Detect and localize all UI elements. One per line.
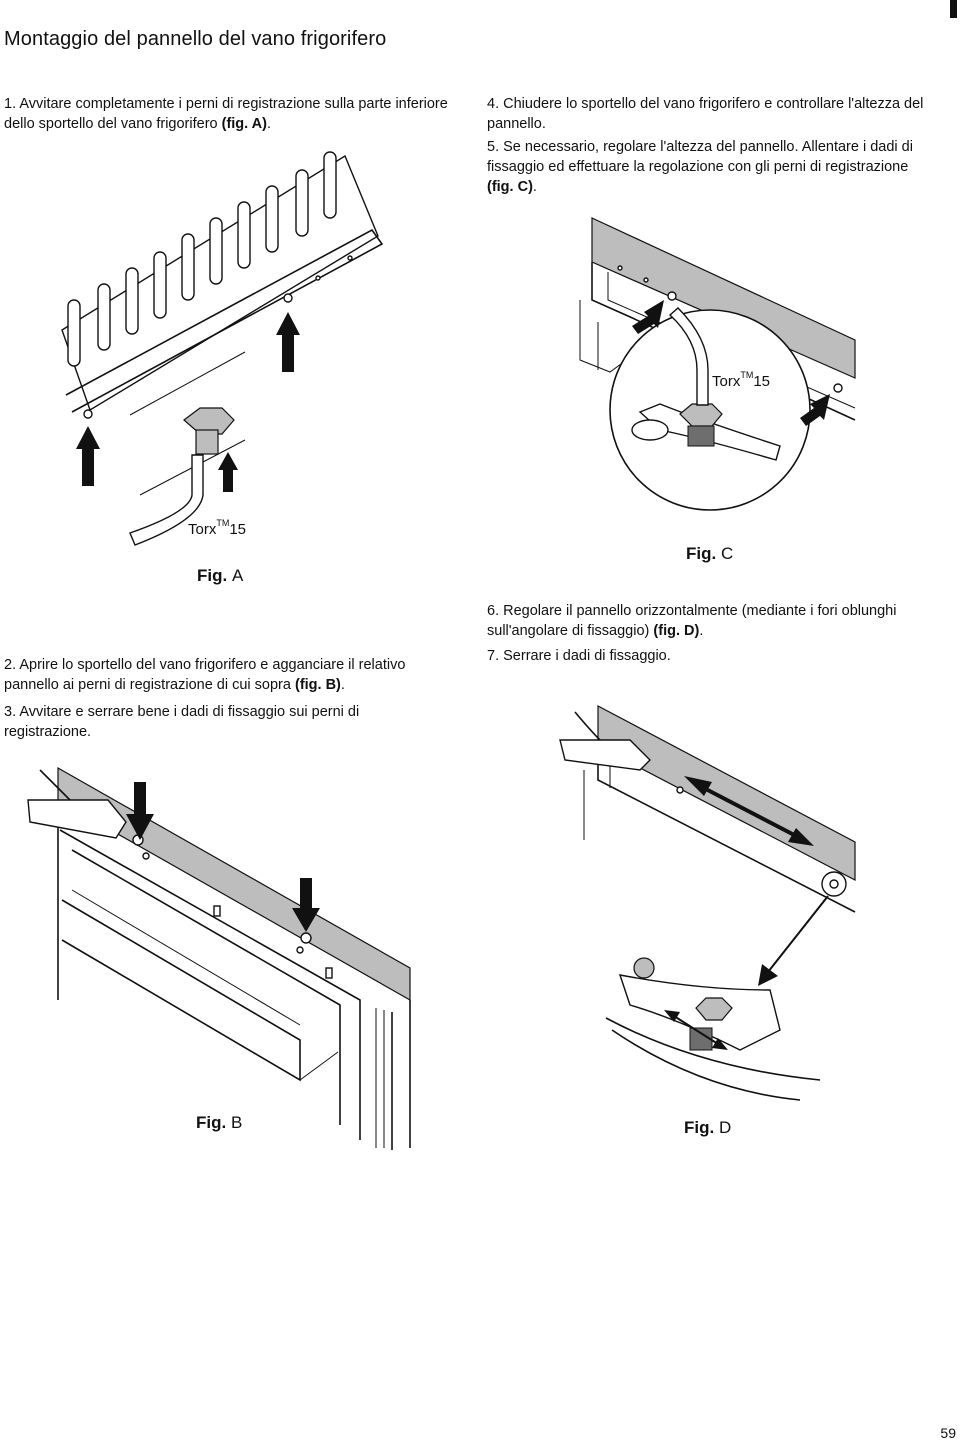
arrow-up-icon xyxy=(276,312,300,372)
step-text: Avvitare e serrare bene i dadi di fissag… xyxy=(4,704,360,740)
tool-size: 15 xyxy=(753,373,771,390)
tool-name: Torx xyxy=(188,521,217,538)
step-number: 1. xyxy=(4,96,17,112)
caption-label: Fig. xyxy=(197,566,228,585)
step-1: 1. Avvitare completamente i perni di reg… xyxy=(4,94,448,134)
torx-label-c: TorxTM15 xyxy=(712,370,770,390)
step-5: 5. Se necessario, regolare l'altezza del… xyxy=(487,137,933,197)
tool-name: Torx xyxy=(712,373,741,390)
step-3: 3. Avvitare e serrare bene i dadi di fis… xyxy=(4,702,448,742)
step-number: 6. xyxy=(487,603,500,619)
figure-d-caption: Fig. D xyxy=(684,1118,731,1138)
tool-size: 15 xyxy=(229,521,247,538)
trademark: TM xyxy=(740,370,754,380)
caption-label: Fig. xyxy=(196,1113,227,1132)
step-7: 7. Serrare i dadi di fissaggio. xyxy=(487,646,933,666)
step-number: 7. xyxy=(487,648,500,664)
torx-key-icon xyxy=(668,307,709,406)
double-arrow-icon xyxy=(664,1010,728,1050)
arrow-diagonal-icon xyxy=(800,394,830,426)
caption-label: Fig. xyxy=(686,544,717,563)
torx-label-a: TorxTM15 xyxy=(188,518,246,538)
arrow-down-icon xyxy=(292,878,320,932)
step-text: Serrare i dadi di fissaggio. xyxy=(503,648,671,664)
step-number: 3. xyxy=(4,704,17,720)
figure-b-caption: Fig. B xyxy=(196,1113,242,1133)
step-end: . xyxy=(699,623,704,639)
caption-letter: B xyxy=(230,1113,243,1132)
figure-reference: (fig. C) xyxy=(487,179,533,195)
step-text: Regolare il pannello orizzontalmente (me… xyxy=(487,603,897,639)
arrow-down-icon xyxy=(126,782,154,840)
caption-letter: D xyxy=(718,1118,732,1137)
caption-label: Fig. xyxy=(684,1118,715,1137)
arrow-up-icon xyxy=(218,452,238,492)
step-number: 2. xyxy=(4,657,17,673)
step-text: Avvitare completamente i perni di regist… xyxy=(4,96,448,132)
page-title: Montaggio del pannello del vano frigorif… xyxy=(4,28,387,50)
trademark: TM xyxy=(216,518,230,528)
caption-letter: A xyxy=(231,566,244,585)
arrow-up-icon xyxy=(76,426,100,486)
figure-a-caption: Fig. A xyxy=(197,566,243,586)
bracket-detail xyxy=(631,403,781,461)
figure-reference: (fig. B) xyxy=(294,677,341,693)
figure-reference: (fig. D) xyxy=(653,623,700,639)
step-text: Chiudere lo sportello del vano frigorife… xyxy=(487,96,924,132)
figure-c-caption: Fig. C xyxy=(686,544,733,564)
step-text: Se necessario, regolare l'altezza del pa… xyxy=(487,139,913,175)
arrow-diagonal-icon xyxy=(758,895,829,986)
figure-reference: (fig. A) xyxy=(221,116,267,132)
page-number: 59 xyxy=(940,1425,956,1441)
step-text: Aprire lo sportello del vano frigorifero… xyxy=(4,657,406,693)
step-4: 4. Chiudere lo sportello del vano frigor… xyxy=(487,94,933,134)
step-number: 5. xyxy=(487,139,500,155)
step-end: . xyxy=(267,116,272,132)
arrow-diagonal-icon xyxy=(632,300,664,334)
step-end: . xyxy=(532,179,537,195)
caption-letter: C xyxy=(720,544,734,563)
step-number: 4. xyxy=(487,96,500,112)
torx-key-icon xyxy=(129,407,235,546)
door-vent-slots xyxy=(67,151,337,367)
step-6: 6. Regolare il pannello orizzontalmente … xyxy=(487,601,933,641)
double-arrow-icon xyxy=(684,776,814,846)
step-2: 2. Aprire lo sportello del vano frigorif… xyxy=(4,655,448,695)
step-end: . xyxy=(340,677,345,693)
page-edge-mark xyxy=(950,0,957,18)
